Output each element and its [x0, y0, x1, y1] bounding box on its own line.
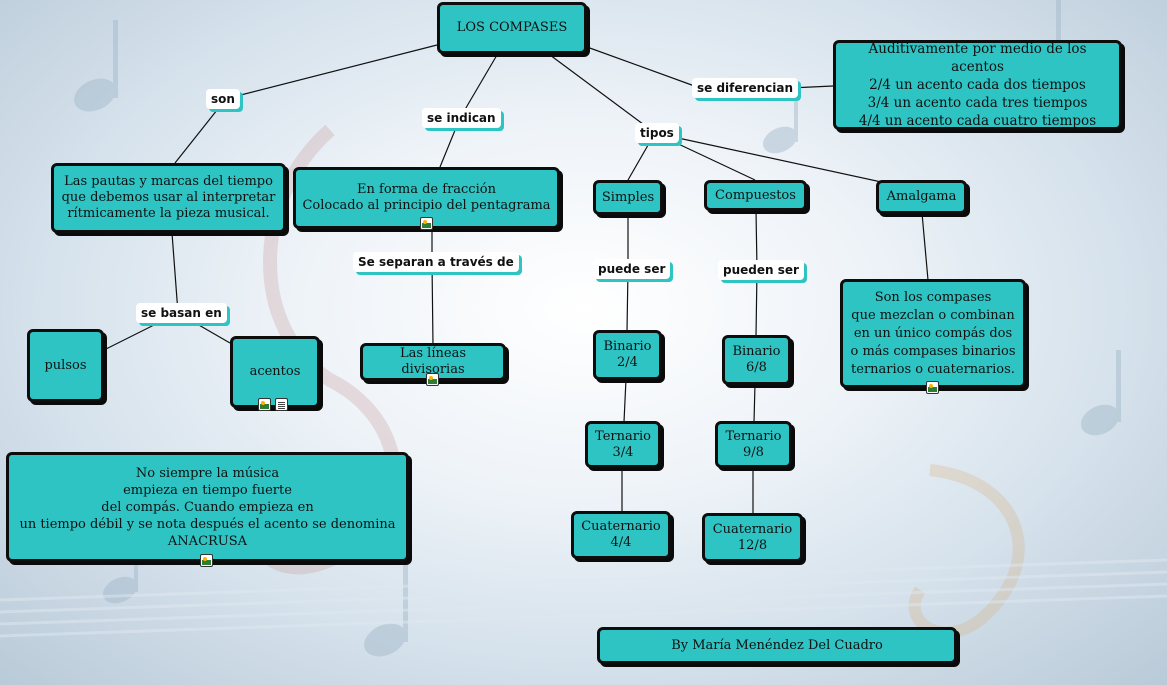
title-node[interactable]: LOS COMPASES [437, 2, 587, 54]
compuestos-node[interactable]: Compuestos [704, 180, 807, 211]
cuaternario-simple-node[interactable]: Cuaternario 4/4 [571, 511, 671, 559]
amalgama-desc-node[interactable]: Son los compases que mezclan o combinan … [840, 279, 1026, 388]
pautas-node[interactable]: Las pautas y marcas del tiempo que debem… [51, 163, 286, 233]
amalgama-node[interactable]: Amalgama [876, 180, 967, 214]
image-icon[interactable] [926, 381, 939, 394]
acentos-node[interactable]: acentos [230, 336, 320, 408]
simples-node[interactable]: Simples [593, 180, 663, 215]
link-label-puede-ser: puede ser [593, 259, 671, 279]
ternario-simple-node[interactable]: Ternario 3/4 [585, 421, 661, 468]
link-label-son: son [206, 89, 240, 109]
link-label-se-indican: se indican [422, 108, 501, 128]
image-icon[interactable] [258, 398, 271, 411]
link-label-se-diferencian: se diferencian [692, 78, 798, 98]
pulsos-node[interactable]: pulsos [27, 329, 104, 402]
image-icon[interactable] [426, 373, 439, 386]
link-label-se-separan: Se separan a través de [353, 252, 519, 272]
binario-compuesto-node[interactable]: Binario 6/8 [722, 335, 791, 385]
cuaternario-compuesto-node[interactable]: Cuaternario 12/8 [702, 513, 803, 562]
document-icon[interactable] [275, 398, 288, 411]
image-icon[interactable] [420, 217, 433, 230]
diferencian-node[interactable]: Auditivamente por medio de los acentos 2… [833, 40, 1122, 130]
link-label-tipos: tipos [635, 123, 679, 143]
ternario-compuesto-node[interactable]: Ternario 9/8 [715, 421, 792, 468]
anacrusa-node[interactable]: No siempre la música empieza en tiempo f… [6, 452, 409, 562]
binario-simple-node[interactable]: Binario 2/4 [593, 330, 662, 380]
link-label-pueden-ser: pueden ser [718, 260, 804, 280]
image-icon[interactable] [200, 554, 213, 567]
author-node[interactable]: By María Menéndez Del Cuadro [597, 627, 957, 664]
link-label-se-basan-en: se basan en [136, 303, 227, 323]
